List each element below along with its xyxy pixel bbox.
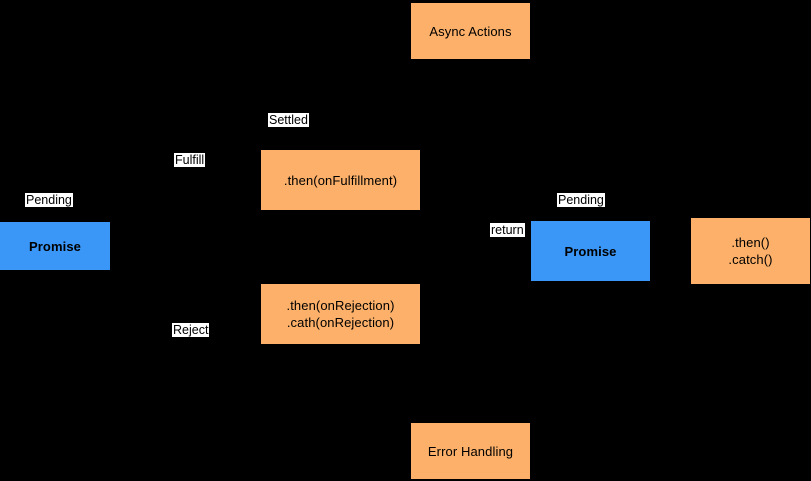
error-handling-node[interactable]: Error Handling bbox=[411, 423, 530, 479]
async-actions-node-line: Async Actions bbox=[429, 23, 512, 39]
edge-label-reject: Reject bbox=[172, 323, 210, 337]
then-catch-node-line: .then() bbox=[731, 235, 770, 250]
then-on-fulfillment-node[interactable]: .then(onFulfillment) bbox=[261, 150, 420, 210]
promise-returned-node-line: Promise bbox=[564, 243, 617, 259]
then-cath-on-rejection-node-line: .then(onRejection) bbox=[286, 298, 395, 313]
edge-label-return: return bbox=[490, 223, 525, 237]
promise-pending-node[interactable]: Promise bbox=[0, 222, 110, 270]
edge-label-pending-right: Pending bbox=[557, 193, 605, 207]
async-actions-node[interactable]: Async Actions bbox=[411, 3, 530, 59]
edge-label-fulfill: Fulfill bbox=[174, 153, 206, 167]
edge-label-settled: Settled bbox=[268, 113, 309, 127]
then-cath-on-rejection-node[interactable]: .then(onRejection) .cath(onRejection) bbox=[261, 284, 420, 344]
then-cath-on-rejection-node-line: .cath(onRejection) bbox=[286, 315, 395, 330]
then-catch-node-line: .catch() bbox=[728, 252, 773, 267]
error-handling-node-line: Error Handling bbox=[427, 443, 514, 459]
then-catch-node[interactable]: .then() .catch() bbox=[691, 218, 810, 284]
then-on-fulfillment-node-line: .then(onFulfillment) bbox=[283, 172, 398, 188]
promise-pending-node-line: Promise bbox=[28, 238, 81, 254]
promise-returned-node[interactable]: Promise bbox=[531, 221, 650, 281]
edge-label-pending-left: Pending bbox=[25, 193, 73, 207]
